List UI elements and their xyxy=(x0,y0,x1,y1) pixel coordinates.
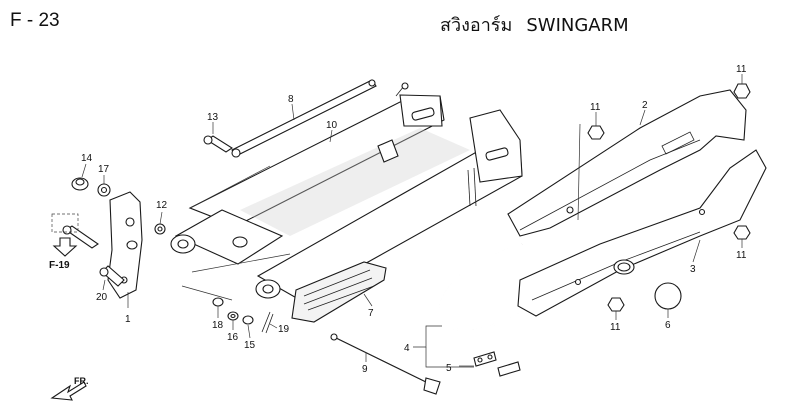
callout-10: 10 xyxy=(326,120,338,131)
nut-15-part xyxy=(242,315,254,325)
chain-joint-part xyxy=(473,351,521,377)
leader-lines xyxy=(81,74,743,368)
f19-label: F-19 xyxy=(49,260,70,271)
cotter-pin-19-part xyxy=(261,311,274,334)
callout-9: 9 xyxy=(362,364,368,375)
callout-17: 17 xyxy=(98,164,110,175)
collar-12-part xyxy=(154,223,166,235)
title-english: SWINGARM xyxy=(526,15,629,36)
brake-rod-part xyxy=(231,79,377,158)
callout-16: 16 xyxy=(227,332,239,343)
front-label: FR. xyxy=(74,376,89,386)
callout-8: 8 xyxy=(288,94,294,105)
callout-18: 18 xyxy=(212,320,224,331)
callout-11-case: 11 xyxy=(590,102,601,113)
inspection-cap-part xyxy=(654,282,682,310)
guard-plate-part xyxy=(107,191,143,299)
callout-3: 3 xyxy=(690,264,696,275)
callout-11-top: 11 xyxy=(736,64,747,75)
nut-18-part xyxy=(212,297,224,307)
callout-11-right: 11 xyxy=(736,250,747,261)
washer-17-part xyxy=(97,183,111,197)
callout-19: 19 xyxy=(278,324,290,335)
pivot-bolt-part xyxy=(330,333,441,395)
f19-reference: F-19 xyxy=(49,213,79,271)
callout-20: 20 xyxy=(96,292,108,303)
front-arrow: FR. xyxy=(50,376,89,401)
callout-15: 15 xyxy=(244,340,256,351)
callout-13: 13 xyxy=(207,112,219,123)
upper-chain-case-part xyxy=(507,89,747,237)
chain-slider-part xyxy=(291,261,387,323)
bolt-11-part xyxy=(587,83,751,312)
title-thai: สวิงอาร์ม xyxy=(440,15,513,36)
callout-4: 4 xyxy=(404,343,410,354)
page-code: F - 23 xyxy=(10,10,60,31)
bolt-20-part xyxy=(99,265,125,287)
swingarm-part xyxy=(170,82,523,301)
washer-16-part xyxy=(227,311,239,321)
callout-2: 2 xyxy=(642,100,648,111)
callout-6: 6 xyxy=(665,320,671,331)
drive-chain-part xyxy=(438,243,561,332)
callout-1: 1 xyxy=(125,314,131,325)
callout-12: 12 xyxy=(156,200,168,211)
page-title: สวิงอาร์ม SWINGARM xyxy=(440,10,643,39)
callout-14: 14 xyxy=(81,153,93,164)
nut-14-part xyxy=(71,177,89,191)
callout-5: 5 xyxy=(446,363,452,374)
bolt-13-part xyxy=(203,135,234,153)
callout-7: 7 xyxy=(368,308,374,319)
callout-11-bottom: 11 xyxy=(610,322,621,333)
lower-chain-case-part xyxy=(517,149,767,317)
callout-numbers: 1 2 3 4 5 6 7 8 9 10 11 11 11 11 12 13 1… xyxy=(81,64,747,375)
